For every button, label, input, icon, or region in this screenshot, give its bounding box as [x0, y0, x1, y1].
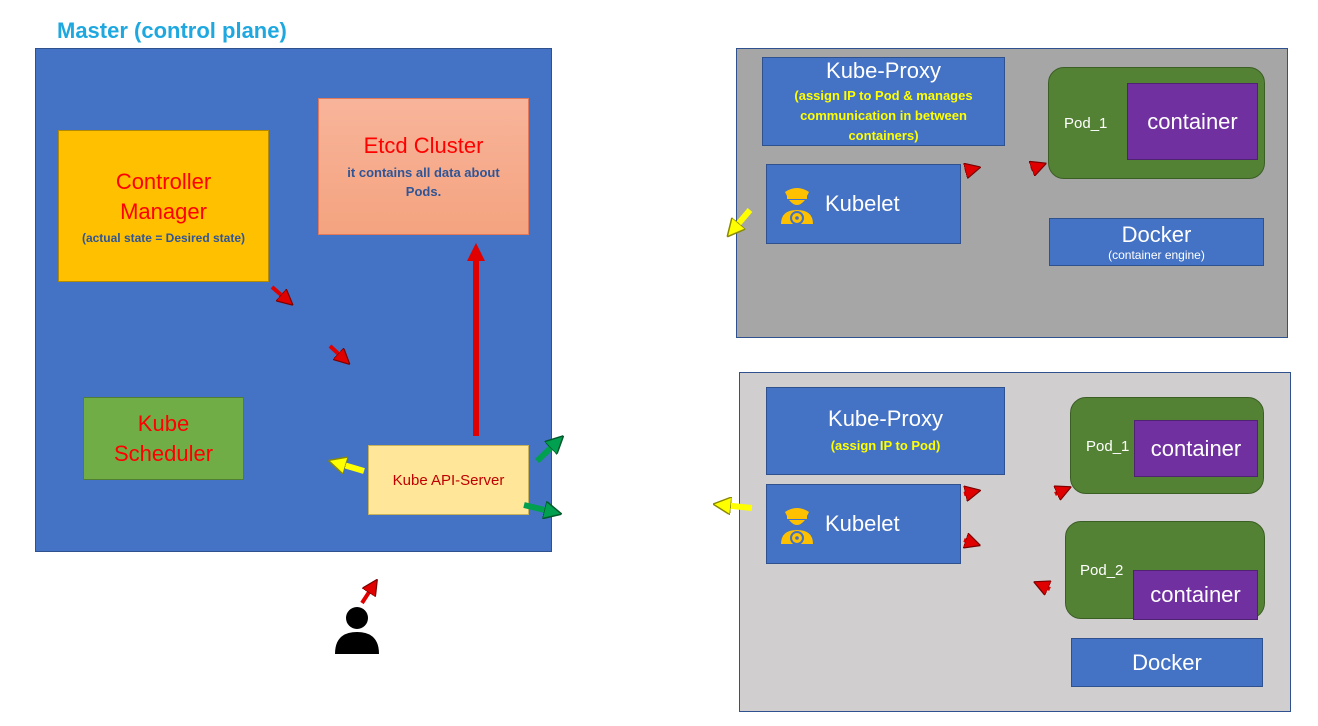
node1-kube-proxy-subtitle: (assign IP to Pod & manages communicatio… — [794, 87, 973, 143]
arrow-controller-1 — [270, 285, 287, 300]
controller-manager-title-line2: Manager — [120, 199, 207, 224]
node2-pod-1-container: container — [1134, 420, 1258, 477]
node2-kube-proxy-subtitle: (assign IP to Pod) — [830, 438, 941, 453]
kubelet-captain-icon — [781, 188, 813, 224]
arrow-node1-kubelet-to-master — [733, 208, 753, 230]
scheduler-title-line1: Kube — [137, 410, 190, 436]
scheduler-title-line2: Scheduler — [113, 440, 214, 466]
arrow-node2-kubelet-to-pod1 — [964, 492, 973, 494]
node2-pod-1: Pod_1 container — [1070, 397, 1264, 494]
node2-docker-box: Docker — [1071, 638, 1263, 687]
master-title: Master (control plane) — [57, 18, 287, 43]
arrow-node1-kubelet-to-pod — [965, 169, 973, 171]
node1-kube-proxy-box: Kube-Proxy (assign IP to Pod & manages c… — [762, 57, 1005, 146]
kube-api-server-box: Kube API-Server — [368, 445, 529, 515]
node1-pod-1-container: container — [1127, 83, 1258, 160]
arrow-user-to-api — [360, 586, 373, 605]
node1-pod-1-label: Pod_1 — [1064, 115, 1108, 132]
arrow-node2-kubelet-to-master — [722, 505, 753, 508]
node1-docker-subtitle: (container engine) — [1108, 248, 1205, 262]
node1-pod-1: Pod_1 container — [1048, 67, 1265, 179]
node2-kube-proxy-title: Kube-Proxy — [828, 406, 943, 431]
etcd-cluster-box: Etcd Cluster it contains all data about … — [318, 98, 529, 235]
arrow-api-to-node2 — [523, 505, 553, 512]
user-icon — [335, 607, 379, 654]
node2-pod-2-container: container — [1133, 570, 1258, 620]
kubelet-captain-icon — [781, 508, 813, 544]
api-server-title: Kube API-Server — [392, 471, 505, 489]
controller-manager-subtitle: (actual state = Desired state) — [81, 231, 246, 245]
arrow-node2-pod-2 — [1041, 585, 1050, 589]
arrow-node1-pod-1 — [1031, 166, 1039, 169]
arrow-node2-pod-1 — [1055, 490, 1064, 494]
arrow-controller-2 — [328, 344, 344, 359]
node1-docker-title: Docker — [1121, 222, 1192, 247]
node2-pod-2-label: Pod_2 — [1080, 562, 1124, 579]
arrow-node2-kubelet-to-pod2 — [964, 540, 973, 543]
etcd-subtitle: it contains all data about Pods. — [347, 164, 500, 199]
kube-scheduler-box: Kube Scheduler — [83, 397, 244, 480]
node2-docker-title: Docker — [1132, 649, 1202, 675]
node2-pod-2: Pod_2 container — [1065, 521, 1265, 620]
node2-kube-proxy-box: Kube-Proxy (assign IP to Pod) — [766, 387, 1005, 475]
node2-pod-1-label: Pod_1 — [1086, 438, 1130, 455]
arrow-api-to-node1 — [534, 442, 557, 464]
etcd-title: Etcd Cluster — [363, 132, 484, 158]
node2-kubelet-title: Kubelet — [825, 511, 900, 536]
node1-docker-box: Docker (container engine) — [1049, 218, 1264, 266]
arrow-api-to-scheduler — [337, 463, 365, 471]
controller-manager-title-line1: Controller — [115, 169, 212, 194]
node2-kubelet-box: Kubelet — [766, 484, 961, 564]
node1-kubelet-title: Kubelet — [825, 191, 900, 216]
controller-manager-box: Controller Manager (actual state = Desir… — [58, 130, 269, 282]
node1-kube-proxy-title: Kube-Proxy — [826, 57, 941, 83]
node1-kubelet-box: Kubelet — [766, 164, 961, 244]
